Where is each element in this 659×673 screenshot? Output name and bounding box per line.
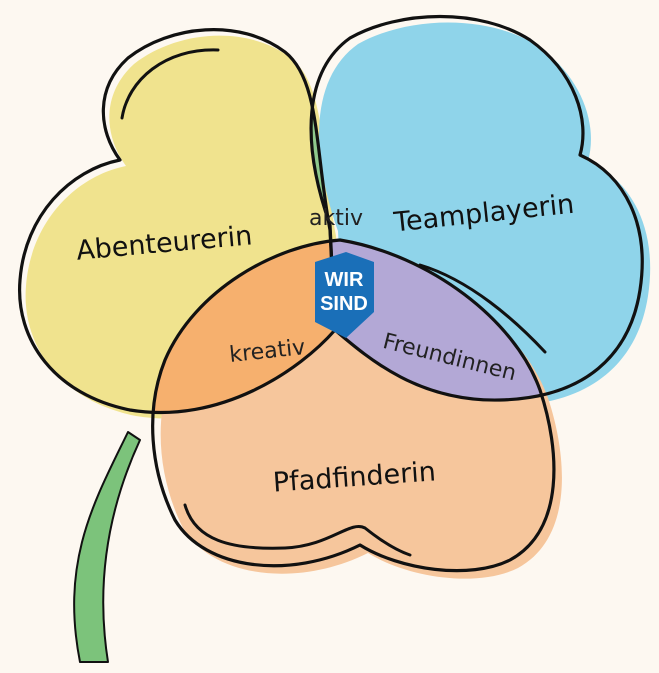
badge-line-2: SIND — [320, 293, 368, 315]
sketch-stroke-right — [418, 263, 547, 354]
sketch-strokes — [120, 48, 547, 557]
badge-line-1: WIR — [325, 269, 364, 291]
sketch-stroke-bottom — [183, 503, 412, 557]
sketch-stroke-top-left — [120, 48, 220, 120]
overlap-label-left-right: aktiv — [309, 206, 363, 231]
center-badge: WIR SIND — [315, 252, 374, 338]
clover-stem — [73, 431, 141, 663]
